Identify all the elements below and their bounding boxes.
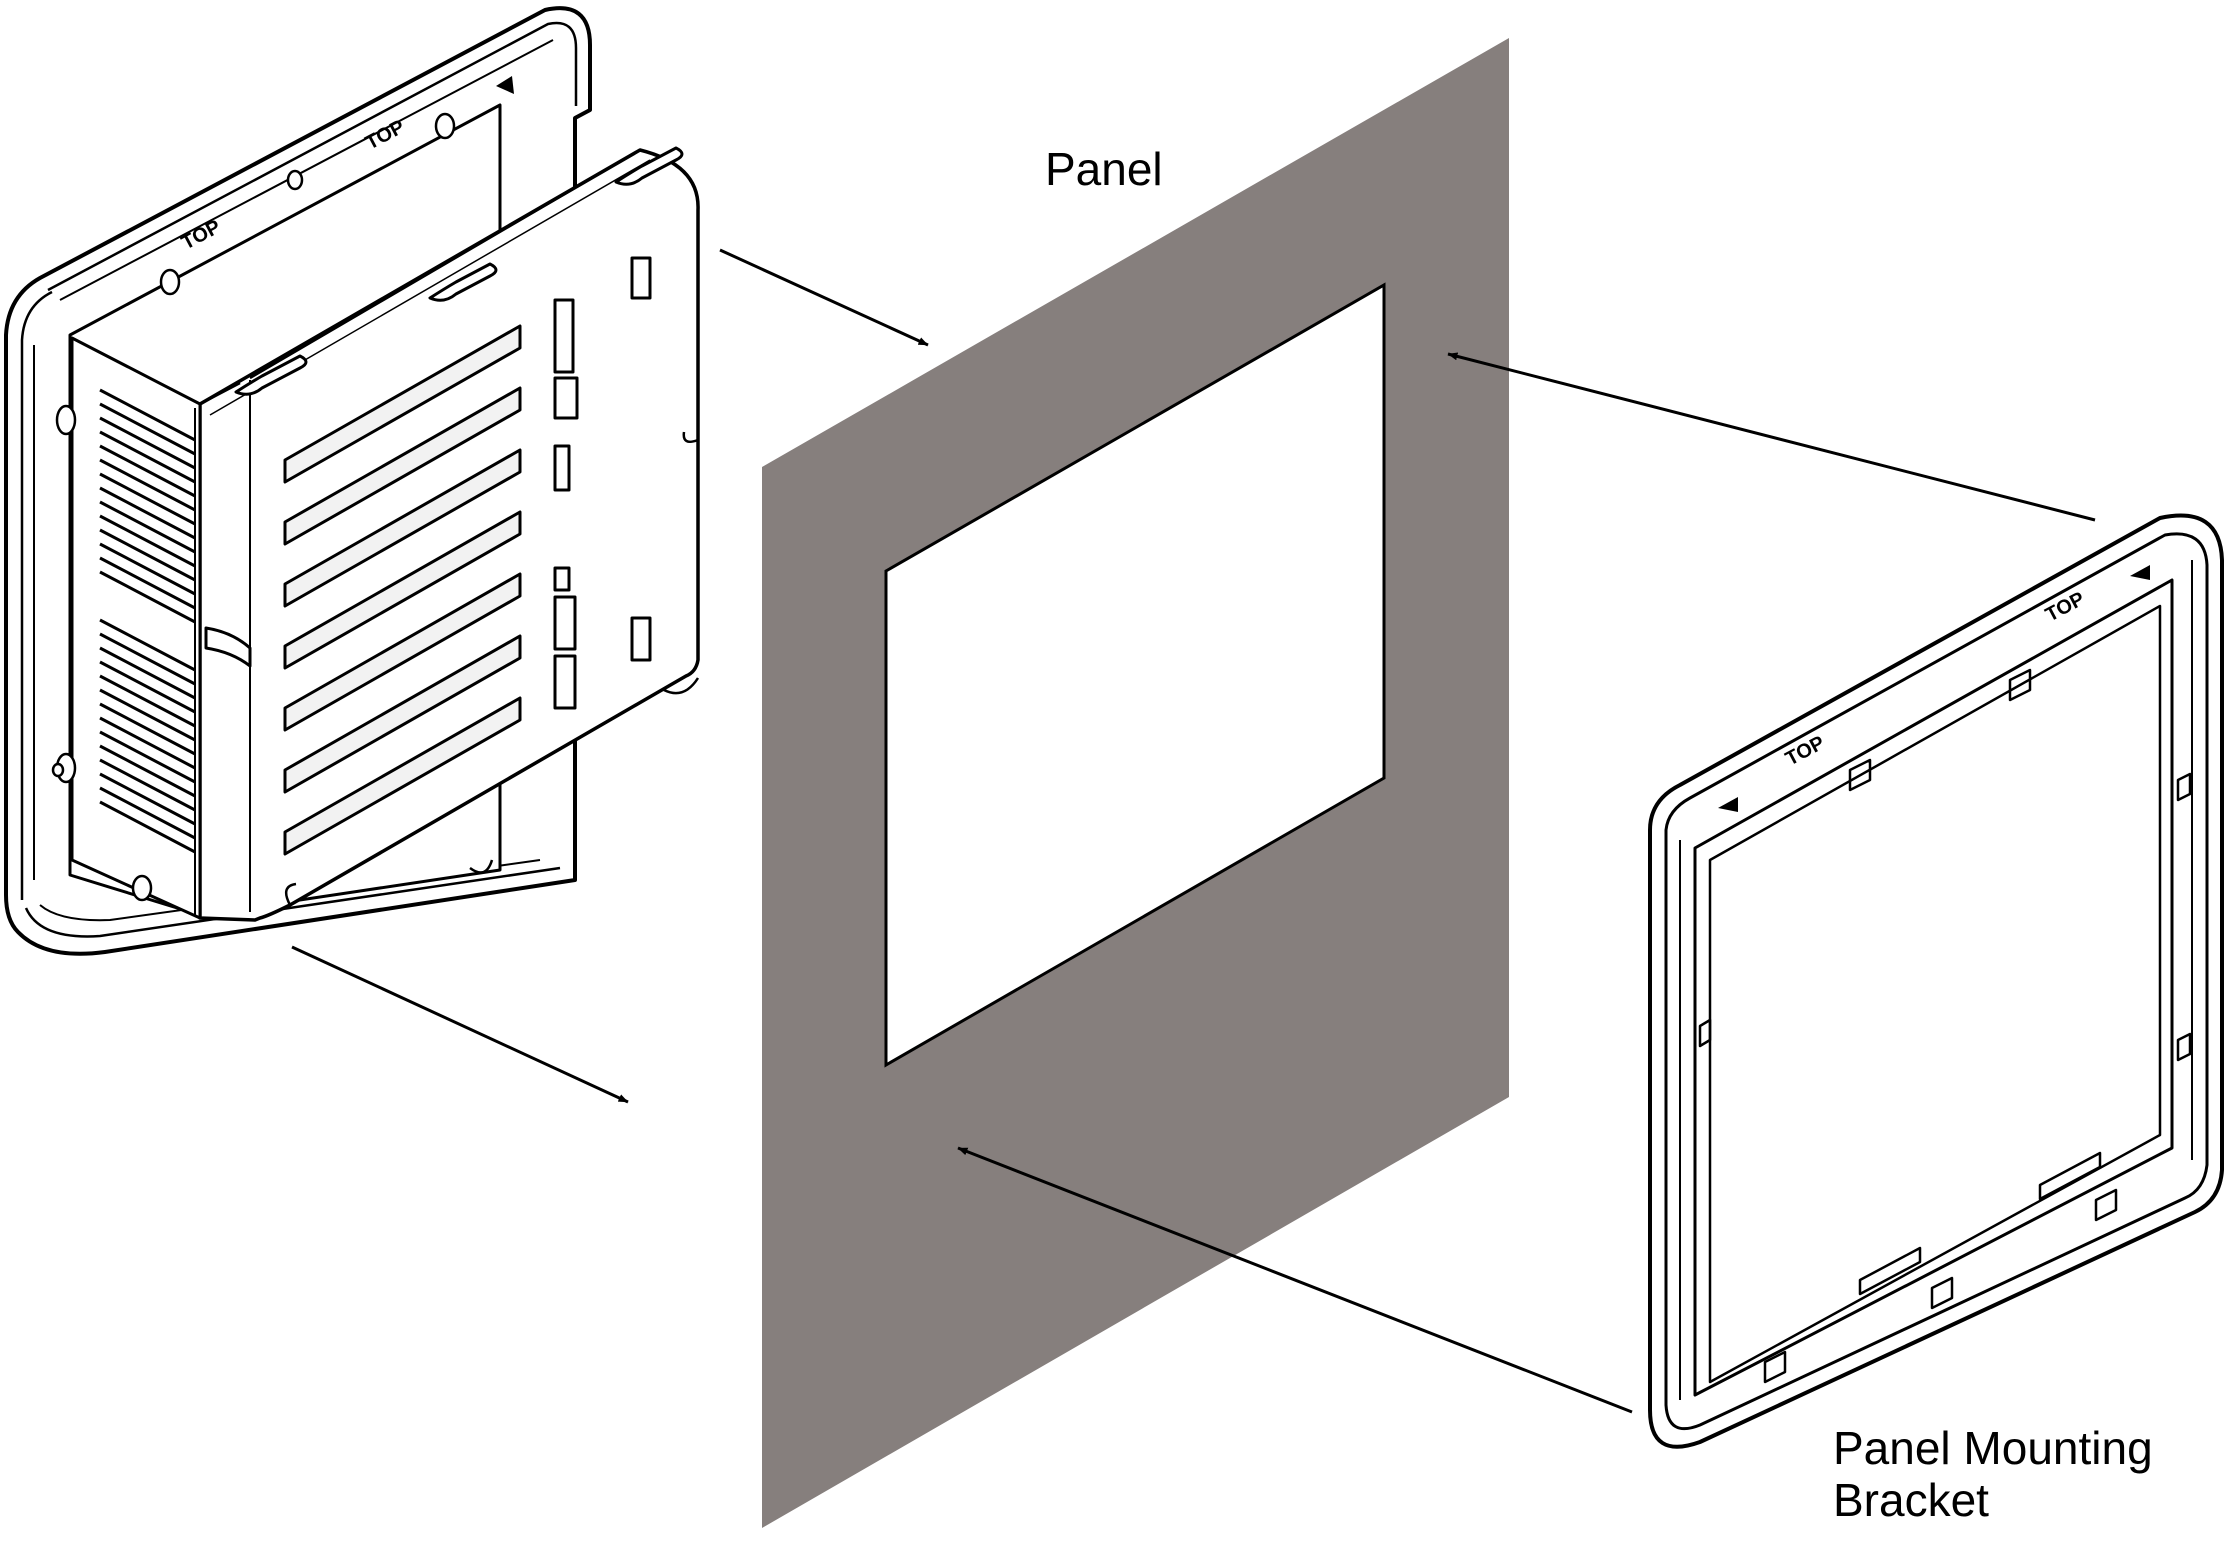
side-vents	[99, 388, 196, 854]
arrow-bracket-bottom	[957, 1146, 1633, 1414]
bezel-bosses	[51, 112, 456, 902]
bracket-label-line2: Bracket	[1833, 1474, 1989, 1526]
hmi-device: TOP TOP	[4, 6, 700, 956]
triangle-up-icon	[1718, 797, 1738, 812]
assembly-arrows	[291, 248, 2096, 1414]
bracket-tabs	[1698, 668, 2192, 1384]
panel-label: Panel	[1045, 143, 1163, 195]
panel-sheet	[762, 38, 1509, 1528]
triangle-up-icon	[496, 76, 514, 94]
arrow-bracket-top	[1447, 352, 2096, 522]
triangle-up-icon	[2130, 565, 2150, 580]
rear-features	[553, 256, 652, 710]
mounting-clips	[204, 146, 684, 668]
rear-slots	[283, 324, 522, 856]
bracket-label-line1: Panel Mounting	[1833, 1422, 2153, 1474]
arrow-device-bottom	[291, 945, 629, 1104]
bracket-label: Panel Mounting Bracket	[1833, 1422, 2153, 1526]
mounting-bracket: TOP TOP	[1648, 513, 2224, 1449]
arrow-device-top	[719, 248, 929, 347]
panel-cutout	[884, 282, 1386, 1068]
